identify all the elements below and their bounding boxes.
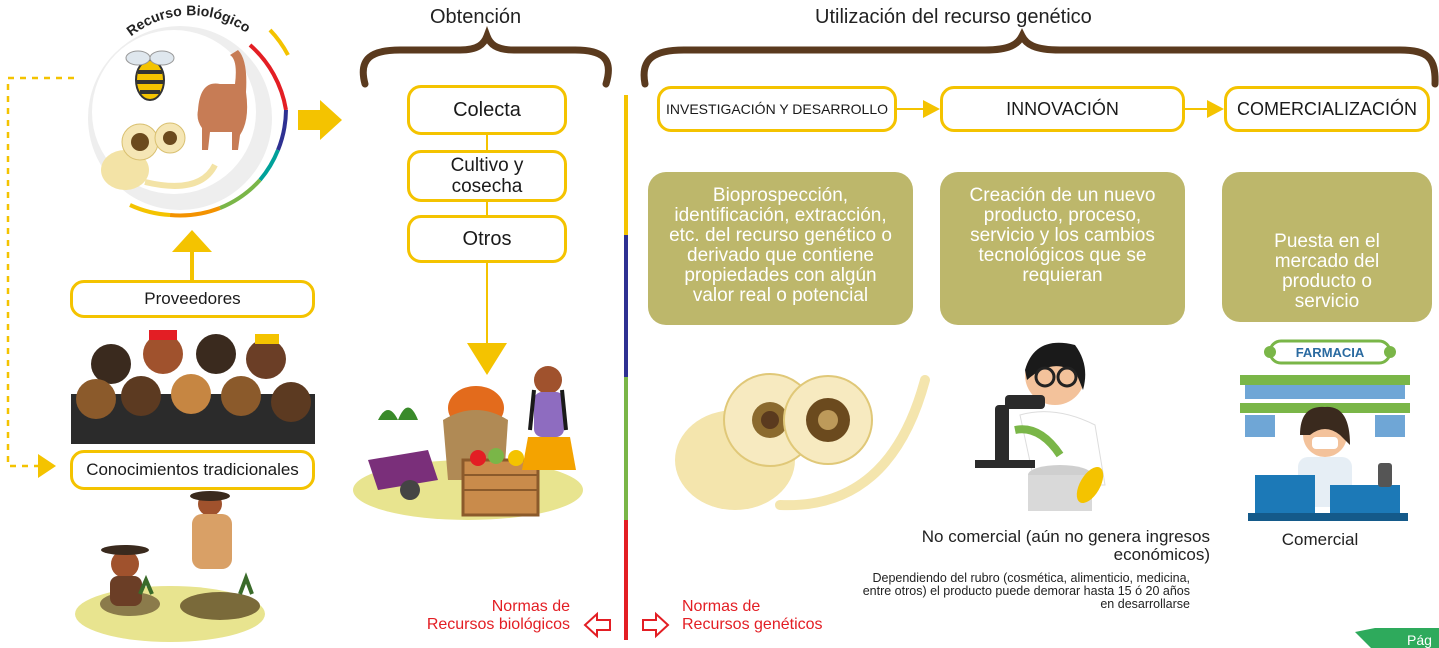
- step-otros: Otros: [407, 215, 567, 263]
- stage-comercializacion: COMERCIALIZACIÓN: [1224, 86, 1430, 132]
- step-colecta: Colecta: [407, 85, 567, 135]
- stage-investigacion: INVESTIGACIÓN Y DESARROLLO: [657, 86, 897, 132]
- page-tab-label: Pág: [1407, 632, 1432, 648]
- feedback-dashed-line: [6, 76, 74, 478]
- conocimientos-box: Conocimientos tradicionales: [70, 450, 315, 490]
- traditional-knowledge-illustration: [75, 491, 265, 642]
- arrow-down-to-harvest: [467, 263, 507, 375]
- arrow-stage-1: [897, 100, 940, 118]
- stage-innovacion: INNOVACIÓN: [940, 86, 1185, 132]
- step-cultivo-cosecha: Cultivo y cosecha: [407, 150, 567, 202]
- proveedores-box: Proveedores: [70, 280, 315, 318]
- obtencion-heading: Obtención: [430, 6, 522, 28]
- farmacia-sign: FARMACIA: [1296, 345, 1365, 360]
- people-illustration: [71, 330, 315, 444]
- no-comercial-note: Dependiendo del rubro (cosmética, alimen…: [862, 571, 1190, 611]
- description-innovacion: Creación de un nuevo producto, proceso, …: [940, 172, 1185, 325]
- arrow-to-obtencion: [298, 100, 342, 140]
- braces: [359, 26, 1439, 88]
- description-investigacion: Bioprospección, identificación, extracci…: [648, 172, 913, 325]
- utilizacion-heading: Utilización del recurso genético: [815, 6, 1092, 28]
- description-comercializacion: Puesta en el mercado del producto o serv…: [1222, 172, 1432, 322]
- comercial-caption: Comercial: [1281, 530, 1359, 549]
- page-tab[interactable]: Pág: [1355, 628, 1439, 648]
- harvest-illustration: [353, 366, 583, 520]
- maca-illustration: [675, 373, 930, 511]
- normas-geneticos: Normas de Recursos genéticos: [682, 598, 823, 633]
- normas-biologicos-arrow-icon: [583, 611, 611, 639]
- page-tab-shape: [1355, 628, 1439, 648]
- arrow-stage-2: [1185, 100, 1224, 118]
- arrow-up-to-recurso: [172, 230, 212, 286]
- scientist-illustration: [975, 342, 1106, 511]
- pharmacy-illustration: FARMACIA: [1240, 339, 1410, 521]
- normas-biologicos: Normas de Recursos biológicos: [426, 598, 570, 633]
- vertical-separator: [624, 95, 628, 640]
- recurso-biologico-illustration: Recurso Biológico: [88, 2, 290, 218]
- normas-geneticos-arrow-icon: [642, 611, 670, 639]
- no-comercial-title: No comercial (aún no genera ingresos eco…: [921, 527, 1210, 564]
